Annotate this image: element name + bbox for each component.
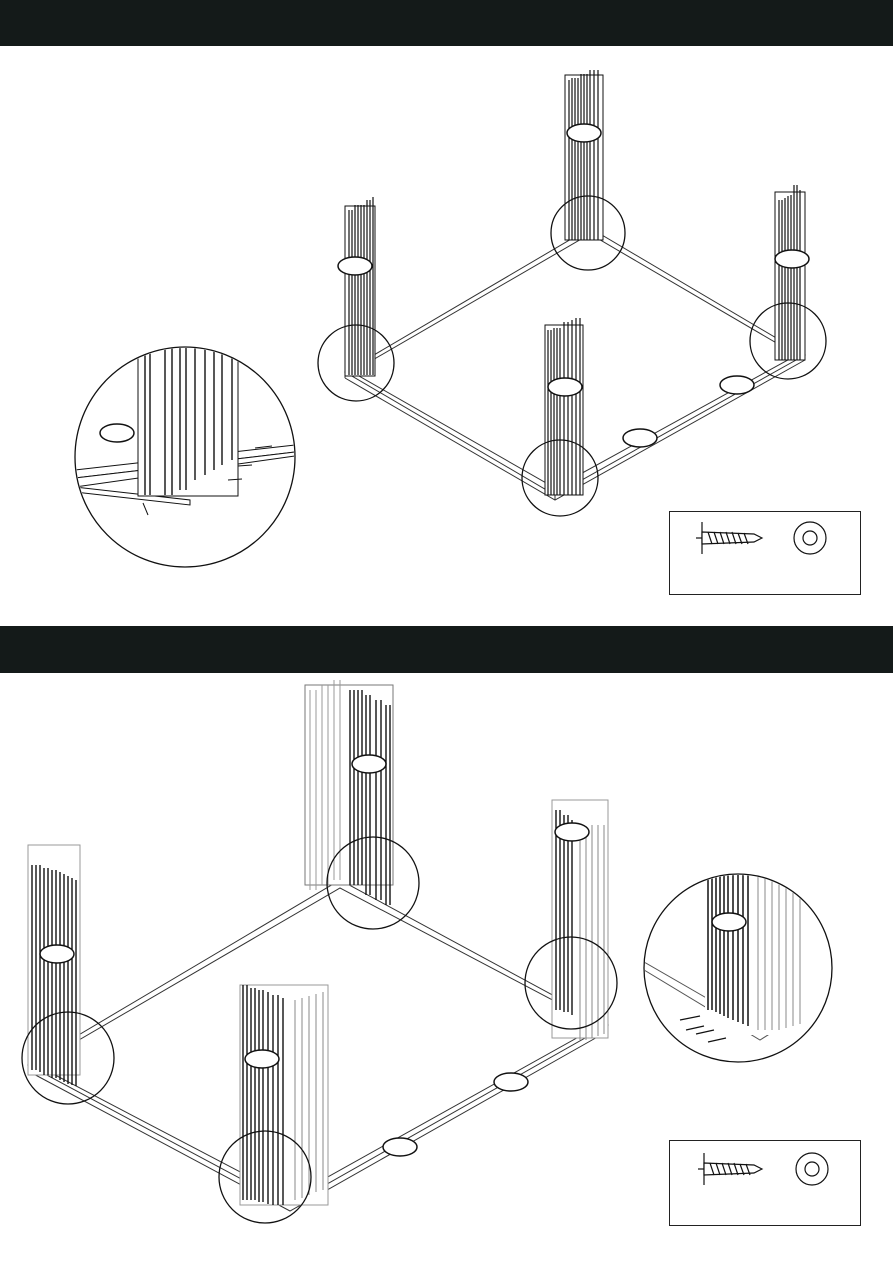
wall-post-back <box>565 70 603 240</box>
wall-panel-back <box>305 680 393 905</box>
washer-icon <box>796 1153 828 1185</box>
washer-icon <box>794 522 826 554</box>
wall-post-front <box>545 318 583 495</box>
zoom-detail <box>644 874 835 1062</box>
wall-panel-front <box>240 985 328 1205</box>
wall-post-right <box>775 185 805 360</box>
step-1-header-band <box>0 0 893 46</box>
hardware-box-step-1 <box>669 511 861 595</box>
zoom-detail <box>75 346 295 567</box>
hardware-box-step-2 <box>669 1140 861 1226</box>
step-2-header-band <box>0 626 893 673</box>
screw-icon <box>670 1141 860 1225</box>
wall-panel-left <box>28 845 80 1086</box>
wall-post-left <box>345 197 375 376</box>
screw-icon <box>670 512 860 594</box>
